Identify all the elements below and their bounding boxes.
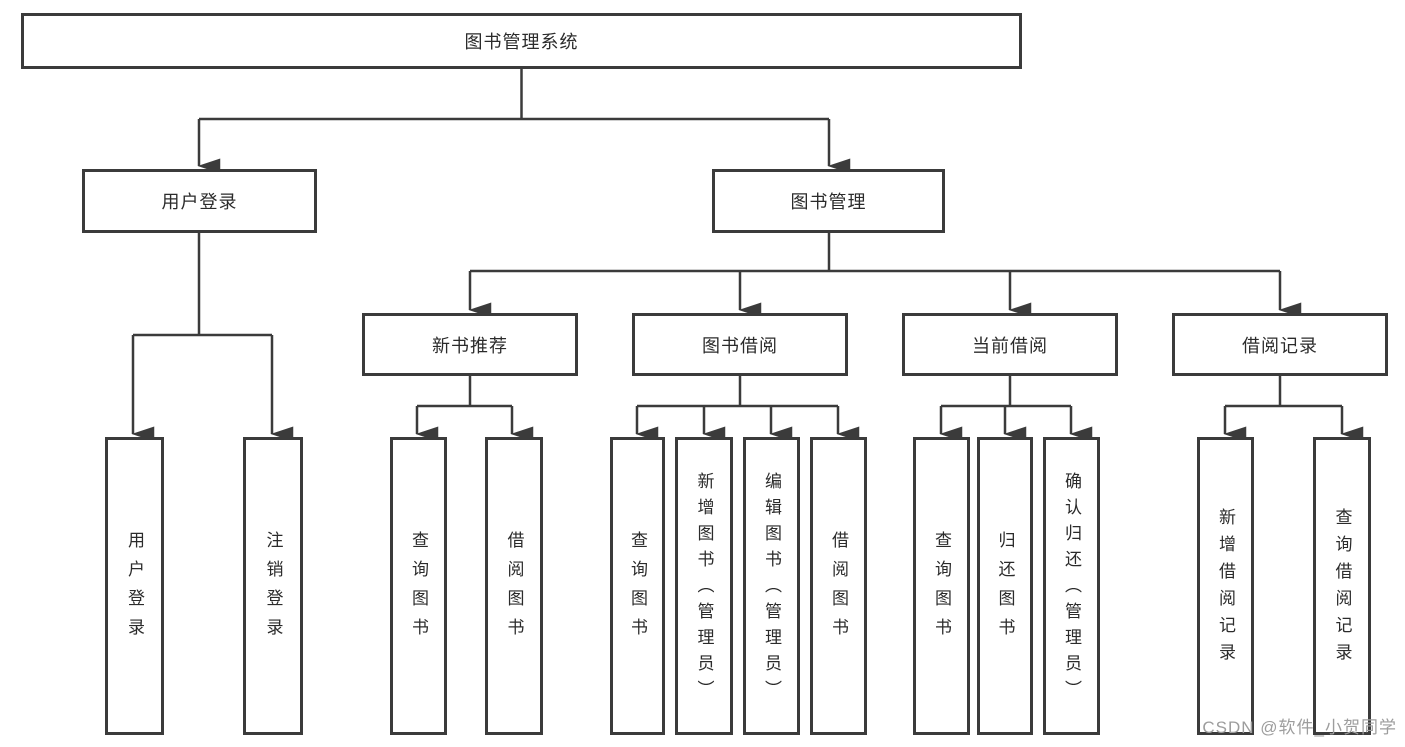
node-book-management: 图书管理 [712,169,945,233]
connector-arrows [131,119,1364,442]
node-book-borrowing: 图书借阅 [632,313,848,376]
csdn-watermark: CSDN @软件_小贺同学 [1202,718,1397,737]
leaf-query-borrow-record: 查询借阅记录 [1313,437,1371,735]
connector-trunk-lines [133,69,1342,408]
node-current-borrowing: 当前借阅 [902,313,1118,376]
node-new-book-recommendation: 新书推荐 [362,313,578,376]
leaf-add-borrow-record: 新增借阅记录 [1197,437,1254,735]
node-borrowing-records: 借阅记录 [1172,313,1388,376]
leaf-edit-books-admin: 编辑图书（管理员） [743,437,800,735]
leaf-borrow-books: 借阅图书 [810,437,867,735]
leaf-borrow-books-newbook: 借阅图书 [485,437,543,735]
node-root-system: 图书管理系统 [21,13,1022,69]
leaf-query-books-newbook: 查询图书 [390,437,447,735]
leaf-query-books-current: 查询图书 [913,437,970,735]
leaf-add-books-admin: 新增图书（管理员） [675,437,733,735]
node-user-login: 用户登录 [82,169,317,233]
leaf-logout: 注销登录 [243,437,303,735]
leaf-return-books: 归还图书 [977,437,1033,735]
leaf-confirm-return-admin: 确认归还（管理员） [1043,437,1100,735]
leaf-query-books-borrowing: 查询图书 [610,437,665,735]
leaf-user-login: 用户登录 [105,437,164,735]
